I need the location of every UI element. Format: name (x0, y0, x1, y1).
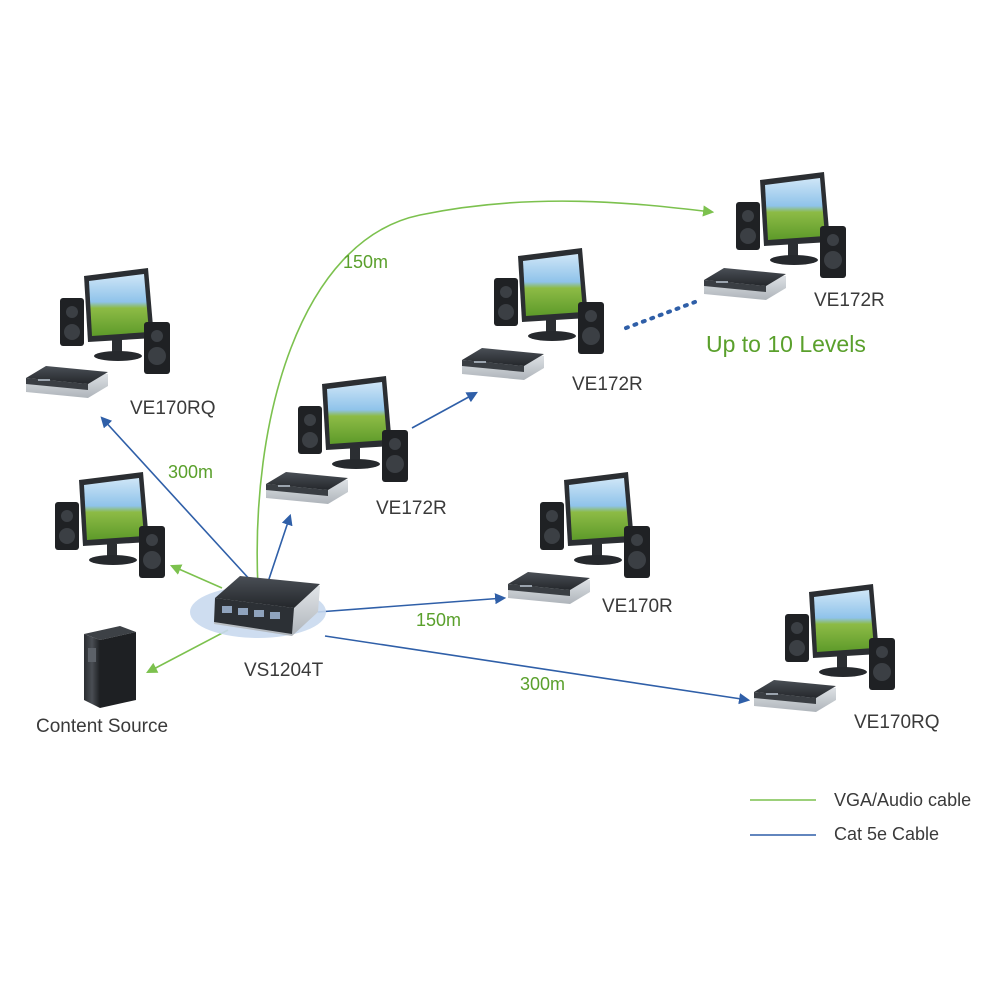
transmitter-device (190, 576, 326, 638)
cables (100, 200, 751, 705)
device-label-source: Content Source (36, 716, 168, 737)
monitor-speakers-icon (494, 248, 604, 354)
monitor-speakers-icon (60, 268, 170, 374)
device-label-transmitter: VS1204T (244, 660, 324, 681)
device-label-chain-2: VE172R (572, 374, 643, 395)
distance-label-top-arc: 150m (343, 252, 388, 272)
monitor-speakers-icon (540, 472, 650, 578)
legend-label-vga-audio: VGA/Audio cable (834, 790, 971, 810)
receiver-box-icon (462, 348, 544, 380)
cat5e-cable-top-left (100, 416, 253, 583)
receiver-box-icon (266, 472, 348, 504)
pc-tower-icon (84, 626, 136, 708)
receiver-box-icon (26, 366, 108, 398)
cat5e-cable-mid-right (317, 593, 507, 613)
monitor-speakers-icon (55, 472, 165, 578)
distance-label-mid-right: 150m (416, 610, 461, 630)
cat5e-cable-chain-1 (267, 513, 293, 583)
cat5e-cable-bottom-right (324, 635, 751, 705)
distance-label-top-left: 300m (168, 462, 213, 482)
monitor-speakers-icon (298, 376, 408, 482)
vga-audio-cable-top-arc (256, 200, 715, 589)
vga-audio-cable-left-monitor (169, 564, 223, 589)
device-label-mid-right: VE170R (602, 596, 673, 617)
monitor-speakers-icon (736, 172, 846, 278)
legend: VGA/Audio cable Cat 5e Cable (750, 790, 971, 844)
device-label-top-left: VE170RQ (130, 398, 216, 419)
chain-levels-note: Up to 10 Levels (706, 331, 866, 357)
device-label-chain-3: VE172R (814, 290, 885, 311)
device-label-bottom-right: VE170RQ (854, 712, 940, 733)
receiver-box-icon (508, 572, 590, 604)
vga-audio-cable-content-source (146, 629, 229, 674)
workstations (26, 172, 895, 712)
legend-label-cat5e: Cat 5e Cable (834, 824, 939, 844)
receiver-box-icon (704, 268, 786, 300)
cat5e-cable-chain-link (411, 391, 478, 429)
receiver-box-icon (754, 680, 836, 712)
device-label-chain-1: VE172R (376, 498, 447, 519)
monitor-speakers-icon (785, 584, 895, 690)
cat5e-cable-chain-dotted (624, 300, 697, 330)
distance-label-bottom-right: 300m (520, 674, 565, 694)
